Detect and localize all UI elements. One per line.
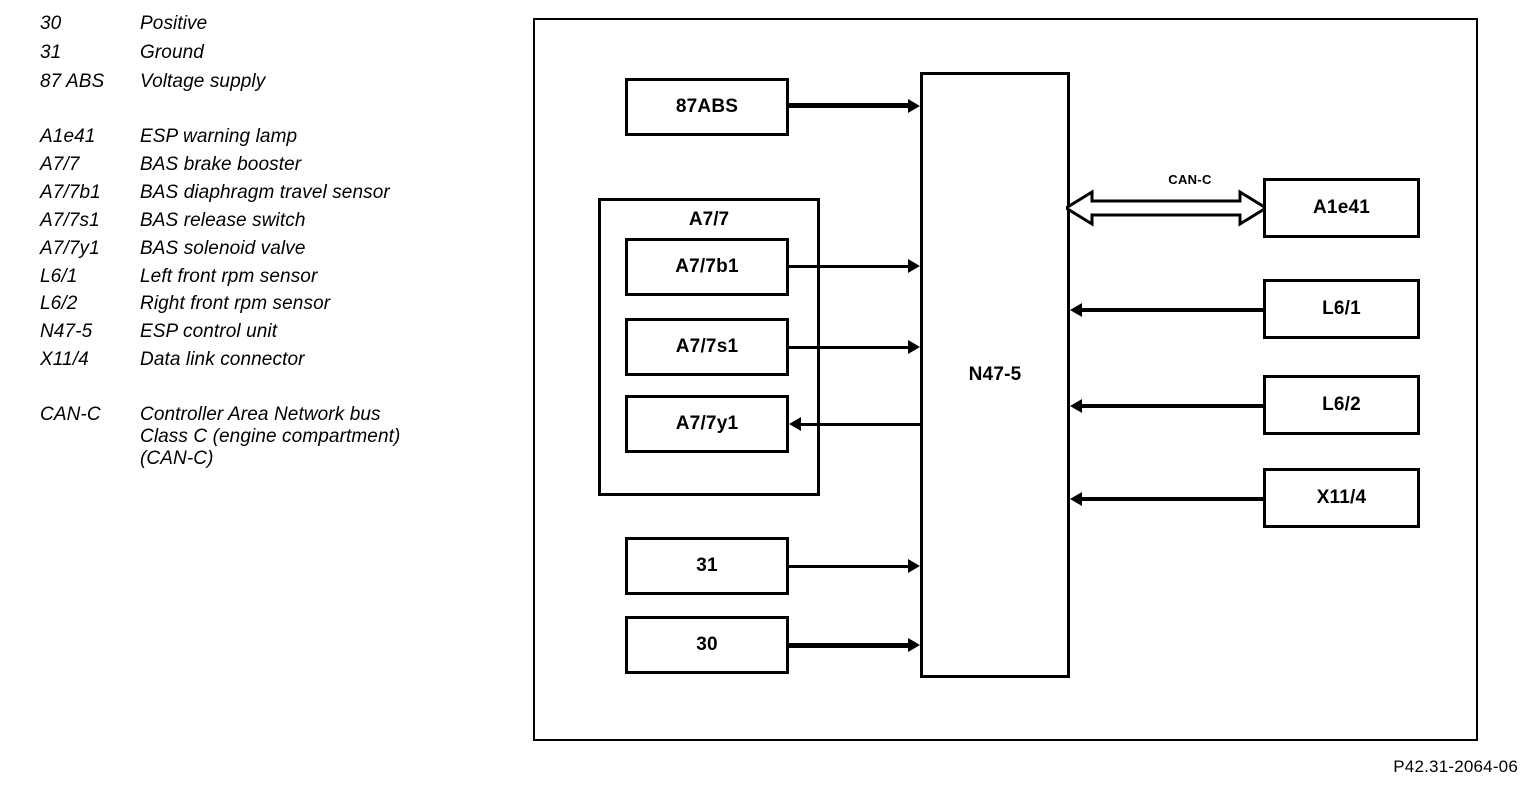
legend-value: Right front rpm sensor [140,293,331,314]
block-label: L6/2 [1322,394,1361,415]
block-label: 87ABS [675,96,739,117]
legend-value: Ground [140,42,204,63]
arrowhead-left [1070,302,1082,317]
connector-l62-to-n47-5 [1082,403,1263,408]
legend-key: A1e41 [40,126,96,147]
legend-key: 87 ABS [40,71,105,92]
block-x114[interactable]: X11/4 [1263,468,1420,528]
legend-key: A7/7y1 [40,238,100,259]
legend-row-a77y1: A7/7y1 BAS solenoid valve [40,238,306,260]
legend-key: A7/7 [40,154,80,175]
legend-key: A7/7s1 [40,210,100,231]
block-label: A7/7s1 [675,336,739,357]
legend-value: BAS diaphragm travel sensor [140,182,390,203]
block-a77y1[interactable]: A7/7y1 [625,395,789,453]
block-label: 31 [696,555,718,576]
legend-key: A7/7b1 [40,182,101,203]
block-l62[interactable]: L6/2 [1263,375,1420,435]
legend-row-terminal-87abs: 87 ABS Voltage supply [40,71,265,93]
block-a1e41[interactable]: A1e41 [1263,178,1420,238]
connector-l61-to-n47-5 [1082,307,1263,312]
block-label: 30 [696,634,718,655]
legend-row-a77: A7/7 BAS brake booster [40,154,301,176]
legend-row-terminal-31: 31 Ground [40,42,204,64]
block-31[interactable]: 31 [625,537,789,595]
legend-value: BAS brake booster [140,154,302,175]
legend-value: ESP warning lamp [140,126,298,147]
legend-value: BAS release switch [140,210,306,231]
legend-row-n475: N47-5 ESP control unit [40,321,277,343]
legend-key: 30 [40,13,62,34]
legend-panel: 30 Positive 31 Ground 87 ABS Voltage supply… [0,0,500,786]
connector-31-to-n47-5 [789,564,908,568]
arrowhead-right [908,637,920,652]
block-l61[interactable]: L6/1 [1263,279,1420,339]
legend-key: CAN-C [40,404,101,425]
connector-a77s1-to-n47-5 [789,345,908,349]
bus-label-can-c: CAN-C [1168,172,1212,187]
arrowhead-left [1070,491,1082,506]
legend-value-line3: (CAN-C) [140,448,214,469]
legend-value: ESP control unit [140,321,278,342]
arrowhead-right [908,340,920,354]
legend-value: Positive [140,13,208,34]
block-30[interactable]: 30 [625,616,789,674]
block-label: N47-5 [968,364,1022,385]
group-label: A7/7 [688,209,730,230]
block-label: L6/1 [1322,298,1361,319]
block-label: X11/4 [1316,487,1367,508]
legend-row-terminal-30: 30 Positive [40,13,207,35]
diagram-frame: N47-5 87ABS A7/7 A7/7b1 A7/7s1 A7/7y1 31… [533,18,1478,741]
legend-key: X11/4 [40,349,89,370]
legend-value: BAS solenoid valve [140,238,306,259]
arrowhead-right [908,559,920,573]
connector-x114-to-n47-5 [1082,496,1263,501]
legend-value: Data link connector [140,349,305,370]
connector-a77b1-to-n47-5 [789,264,908,268]
legend-row-l61: L6/1 Left front rpm sensor [40,266,317,288]
connector-n47-5-to-a77y1 [801,422,920,426]
arrowhead-right [908,259,920,273]
legend-value: Voltage supply [140,71,266,92]
figure-caption: P42.31-2064-06 [1393,757,1518,776]
legend-row-a77b1: A7/7b1 BAS diaphragm travel sensor [40,182,390,204]
legend-row-x114: X11/4 Data link connector [40,349,305,371]
arrowhead-left [789,417,801,431]
legend-row-a1e41: A1e41 ESP warning lamp [40,126,297,148]
legend-value: Left front rpm sensor [140,266,318,287]
legend-key: N47-5 [40,321,93,342]
legend-value-line1: Controller Area Network bus [140,404,381,425]
connector-can-c-bidirectional [1066,189,1266,227]
block-n47-5[interactable]: N47-5 [920,72,1070,678]
block-label: A7/7b1 [675,256,739,277]
legend-key: 31 [40,42,62,63]
block-a77s1[interactable]: A7/7s1 [625,318,789,376]
connector-30-to-n47-5 [789,642,908,648]
arrowhead-left [1070,398,1082,413]
legend-key: L6/1 [40,266,78,287]
arrowhead-right [908,98,920,113]
legend-value-line2: Class C (engine compartment) [140,426,401,447]
legend-row-a77s1: A7/7s1 BAS release switch [40,210,305,232]
block-label: A7/7y1 [675,413,739,434]
connector-87abs-to-n47-5 [789,103,908,108]
legend-row-l62: L6/2 Right front rpm sensor [40,293,330,315]
block-87abs[interactable]: 87ABS [625,78,789,136]
legend-key: L6/2 [40,293,78,314]
block-a77b1[interactable]: A7/7b1 [625,238,789,296]
block-label: A1e41 [1313,197,1370,218]
